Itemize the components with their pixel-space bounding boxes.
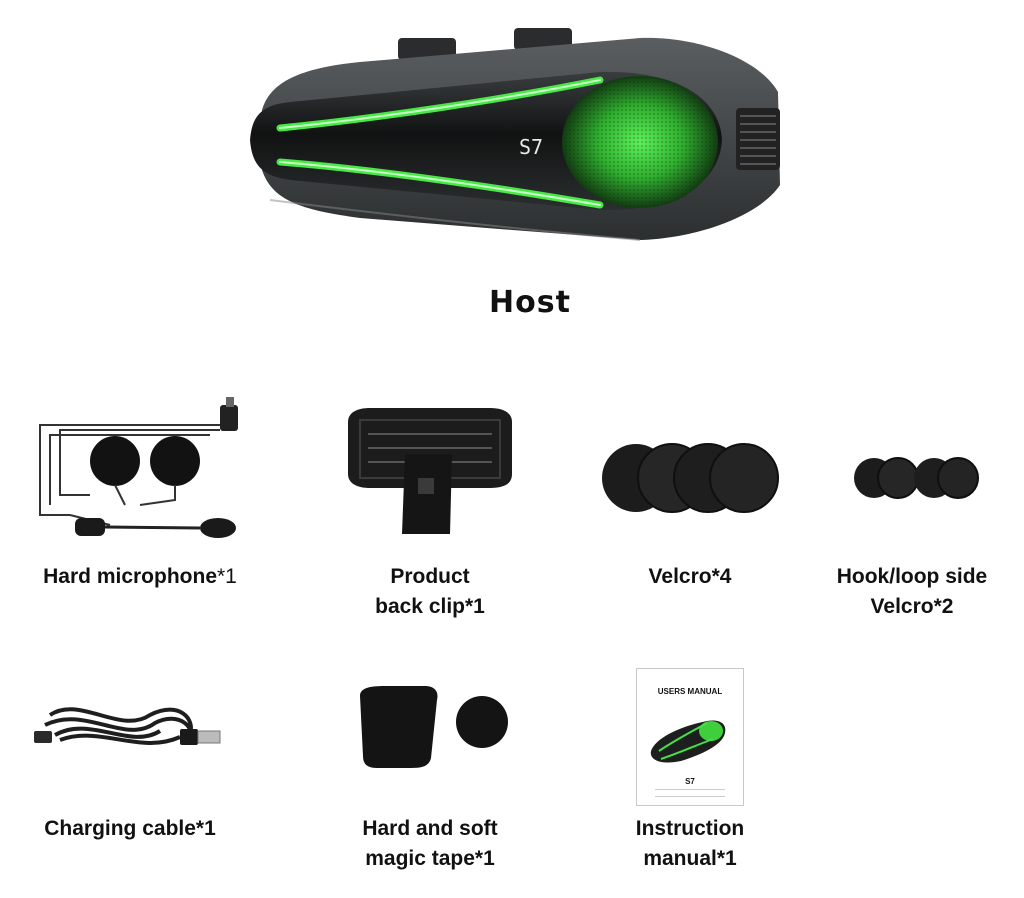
host-title: Host bbox=[489, 285, 571, 320]
caption-hook-loop-velcro-line2: Velcro*2 bbox=[870, 595, 954, 618]
host-device-image bbox=[250, 28, 780, 241]
caption-charging-cable: Charging cable*1 bbox=[20, 814, 240, 844]
caption-magic-tape-line2: magic tape*1 bbox=[365, 847, 495, 870]
charging-cable-image bbox=[34, 707, 221, 745]
caption-instruction-manual: Instruction manual*1 bbox=[590, 814, 790, 874]
manual-device-icon bbox=[650, 720, 726, 763]
host-model-label: S7 bbox=[519, 135, 544, 159]
magic-tape-image bbox=[360, 686, 508, 768]
caption-charging-cable-line1: Charging cable*1 bbox=[44, 817, 216, 840]
product-back-clip-image bbox=[348, 408, 512, 534]
manual-fine-print bbox=[655, 789, 725, 797]
caption-product-back-clip-line2: back clip*1 bbox=[375, 595, 485, 618]
hook-loop-velcro-image bbox=[854, 457, 979, 499]
caption-hard-microphone-suffix: *1 bbox=[217, 565, 237, 588]
caption-magic-tape-line1: Hard and soft bbox=[362, 817, 498, 840]
caption-product-back-clip: Product back clip*1 bbox=[330, 562, 530, 622]
caption-product-back-clip-line1: Product bbox=[390, 565, 470, 588]
hard-microphone-image bbox=[39, 397, 238, 538]
manual-model: S7 bbox=[685, 777, 695, 786]
caption-velcro-4-line1: Velcro*4 bbox=[648, 565, 732, 588]
caption-hook-loop-velcro-line1: Hook/loop side bbox=[836, 565, 988, 588]
caption-hard-microphone-text: Hard microphone bbox=[43, 565, 217, 588]
velcro-4-image bbox=[602, 443, 779, 513]
caption-hard-microphone: Hard microphone*1 bbox=[20, 562, 260, 592]
caption-hook-loop-velcro: Hook/loop side Velcro*2 bbox=[812, 562, 1012, 622]
caption-instruction-manual-line2: manual*1 bbox=[643, 847, 737, 870]
instruction-manual-image: USERS MANUAL S7 bbox=[636, 668, 744, 806]
caption-magic-tape: Hard and soft magic tape*1 bbox=[330, 814, 530, 874]
manual-header: USERS MANUAL bbox=[657, 687, 723, 696]
caption-velcro-4: Velcro*4 bbox=[590, 562, 790, 592]
caption-instruction-manual-line1: Instruction bbox=[635, 817, 745, 840]
